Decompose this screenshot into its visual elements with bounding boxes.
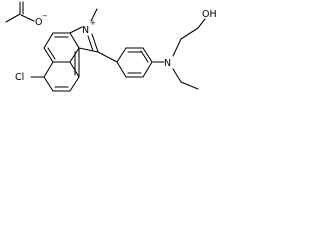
hydroxyethyl-bond-2: [180, 27, 199, 40]
ethyl-bond-2: [180, 81, 199, 90]
ring-nitrogen-label: N: [82, 25, 89, 36]
ring-double-n-c2: [87, 35, 94, 52]
phenyl-ring-bond: [116, 61, 127, 78]
acetate-oxygen-double-label: O: [17, 0, 24, 2]
acetate-oxygen-single-label: O: [35, 17, 42, 28]
ring-nitrogen-positive-charge: +: [90, 19, 96, 27]
ring-bond: [69, 76, 80, 92]
ring-bond: [43, 61, 54, 78]
hydroxyethyl-bond-1: [172, 38, 182, 57]
ring-bond-to-n: [69, 26, 83, 34]
phenyl-inner-double-bond: [140, 50, 149, 63]
amine-substituents: N OH: [151, 9, 217, 90]
acetate-negative-charge: −: [42, 12, 48, 20]
ring-bond: [69, 32, 80, 49]
ring-bond: [43, 32, 54, 49]
acetate-ion: O O −: [5, 0, 48, 28]
acetate-oxygen-bond: [20, 14, 35, 22]
hydroxyl-label: OH: [202, 9, 217, 20]
amine-nitrogen-label: N: [164, 58, 171, 69]
chlorine-label: Cl: [15, 72, 24, 83]
ring-inner-double-bond: [47, 47, 56, 60]
acetate-methyl-bond: [5, 13, 21, 23]
n-methyl-bond: [90, 8, 98, 22]
ring-bond: [43, 47, 54, 63]
hydroxyethyl-bond-3: [197, 18, 206, 29]
ethyl-bond-1: [172, 68, 182, 83]
phenyl-ring-bond: [116, 47, 127, 63]
phenyl-ring-bond: [142, 61, 153, 78]
phenyl-ring-bond: [142, 47, 153, 63]
ring-bond: [43, 76, 54, 92]
phenylene-ring: [97, 47, 153, 78]
benzindolium-core: N + Cl: [15, 8, 99, 92]
ring-bond-c2-to-junction: [78, 47, 99, 53]
phenyl-attach-bond: [97, 51, 118, 63]
ring-bond-n-to-c2: [91, 33, 99, 53]
chemical-structure-diagram: O O − N + Cl: [5, 0, 217, 92]
